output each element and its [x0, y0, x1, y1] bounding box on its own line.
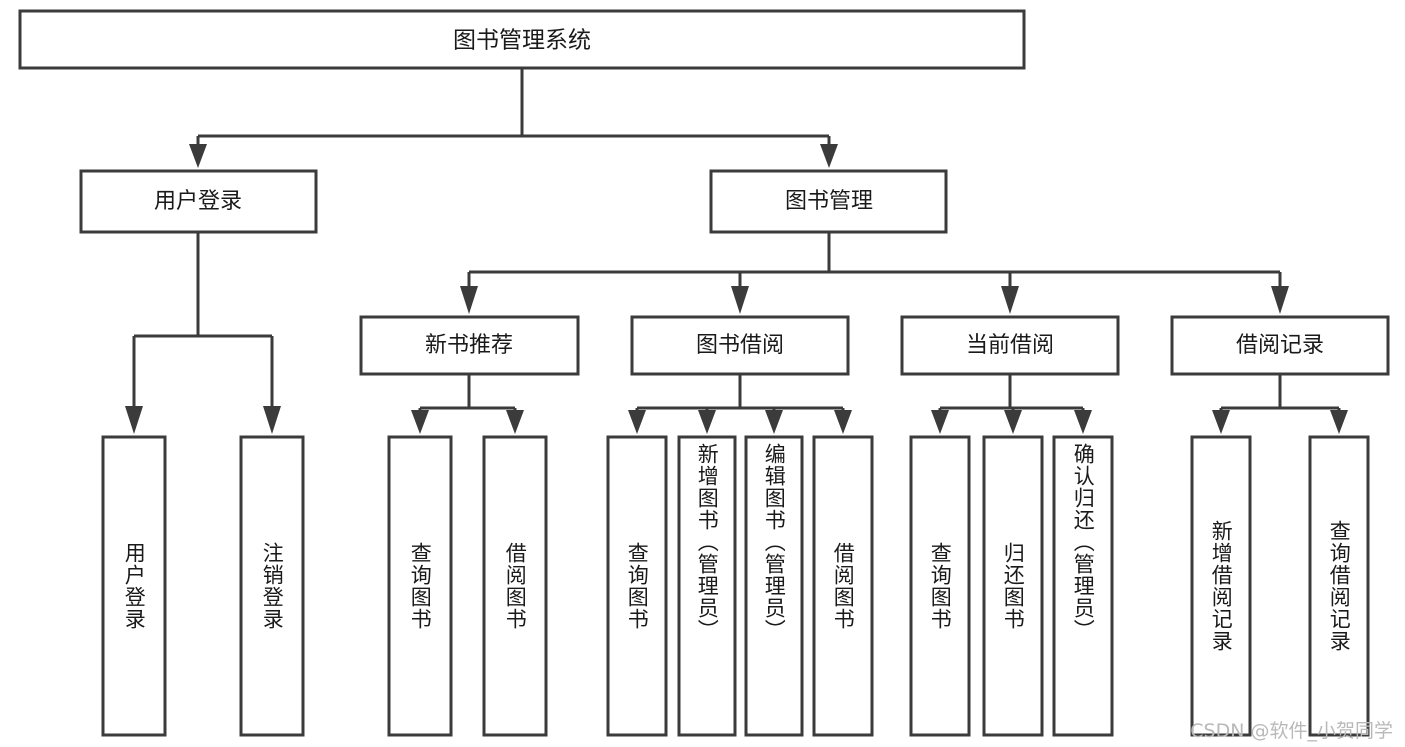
node-book-manage-box[interactable] — [709, 169, 948, 234]
arrow-head-leaf-query-book-3 — [931, 410, 949, 434]
node-book-borrow-label: 图书借阅 — [696, 333, 784, 358]
node-current-borrow[interactable]: 当前借阅 — [900, 315, 1120, 376]
node-book-borrow[interactable]: 图书借阅 — [630, 315, 850, 376]
node-user-login[interactable]: 用户登录 — [79, 169, 318, 234]
node-leaf-add-book-box[interactable] — [677, 435, 737, 737]
arrow-head-leaf-add-record — [1212, 410, 1230, 434]
arrow-head-leaf-user-login — [125, 406, 143, 434]
arrow-head-borrow-record — [1271, 286, 1289, 314]
arrow-head-new-book-recommend — [460, 286, 478, 314]
arrow-head-user-login — [189, 144, 207, 168]
arrow-head-leaf-edit-book — [765, 410, 783, 434]
node-leaf-query-book-2-box[interactable] — [606, 435, 668, 737]
arrow-head-current-borrow — [1001, 286, 1019, 314]
arrow-head-leaf-return-book — [1004, 410, 1022, 434]
node-new-book-recommend[interactable]: 新书推荐 — [359, 315, 580, 376]
node-user-login-label: 用户登录 — [154, 189, 242, 214]
arrow-head-leaf-logout — [263, 406, 281, 434]
arrow-head-book-manage — [820, 144, 838, 168]
node-root-label: 图书管理系统 — [453, 28, 591, 54]
arrow-head-leaf-query-record — [1330, 410, 1348, 434]
node-new-book-recommend-label: 新书推荐 — [425, 333, 513, 358]
node-borrow-record[interactable]: 借阅记录 — [1170, 315, 1390, 376]
node-leaf-borrow-book-2-box[interactable] — [812, 435, 874, 737]
node-leaf-add-record-box[interactable] — [1190, 435, 1252, 737]
node-book-borrow-box[interactable] — [630, 315, 850, 376]
node-root-box[interactable] — [18, 9, 1026, 70]
node-leaf-logout-box[interactable] — [239, 435, 305, 737]
leaf-box-layer — [101, 435, 1370, 737]
node-leaf-borrow-book-1-box[interactable] — [482, 435, 548, 737]
node-leaf-user-login-box[interactable] — [101, 435, 167, 737]
node-leaf-confirm-return-box[interactable] — [1052, 435, 1114, 737]
connector-layer — [125, 68, 1348, 434]
node-leaf-query-book-3-box[interactable] — [909, 435, 971, 737]
node-leaf-query-book-1-box[interactable] — [387, 435, 453, 737]
node-book-manage-label: 图书管理 — [785, 189, 873, 214]
node-borrow-record-box[interactable] — [1170, 315, 1390, 376]
arrow-head-leaf-query-book-2 — [628, 410, 646, 434]
node-new-book-recommend-box[interactable] — [359, 315, 580, 376]
node-current-borrow-label: 当前借阅 — [966, 333, 1054, 358]
node-leaf-query-record-box[interactable] — [1308, 435, 1370, 737]
arrow-head-leaf-confirm-return — [1074, 410, 1092, 434]
node-book-manage[interactable]: 图书管理 — [709, 169, 948, 234]
node-borrow-record-label: 借阅记录 — [1236, 333, 1324, 358]
node-user-login-box[interactable] — [79, 169, 318, 234]
node-leaf-return-book-box[interactable] — [982, 435, 1044, 737]
arrow-head-leaf-query-book-1 — [411, 410, 429, 434]
node-current-borrow-box[interactable] — [900, 315, 1120, 376]
node-root[interactable]: 图书管理系统 — [18, 9, 1026, 70]
arrow-head-leaf-add-book — [698, 410, 716, 434]
arrow-head-leaf-borrow-book-2 — [834, 410, 852, 434]
node-leaf-edit-book-box[interactable] — [744, 435, 804, 737]
arrow-head-book-borrow — [731, 286, 749, 314]
arrow-head-leaf-borrow-book-1 — [506, 410, 524, 434]
